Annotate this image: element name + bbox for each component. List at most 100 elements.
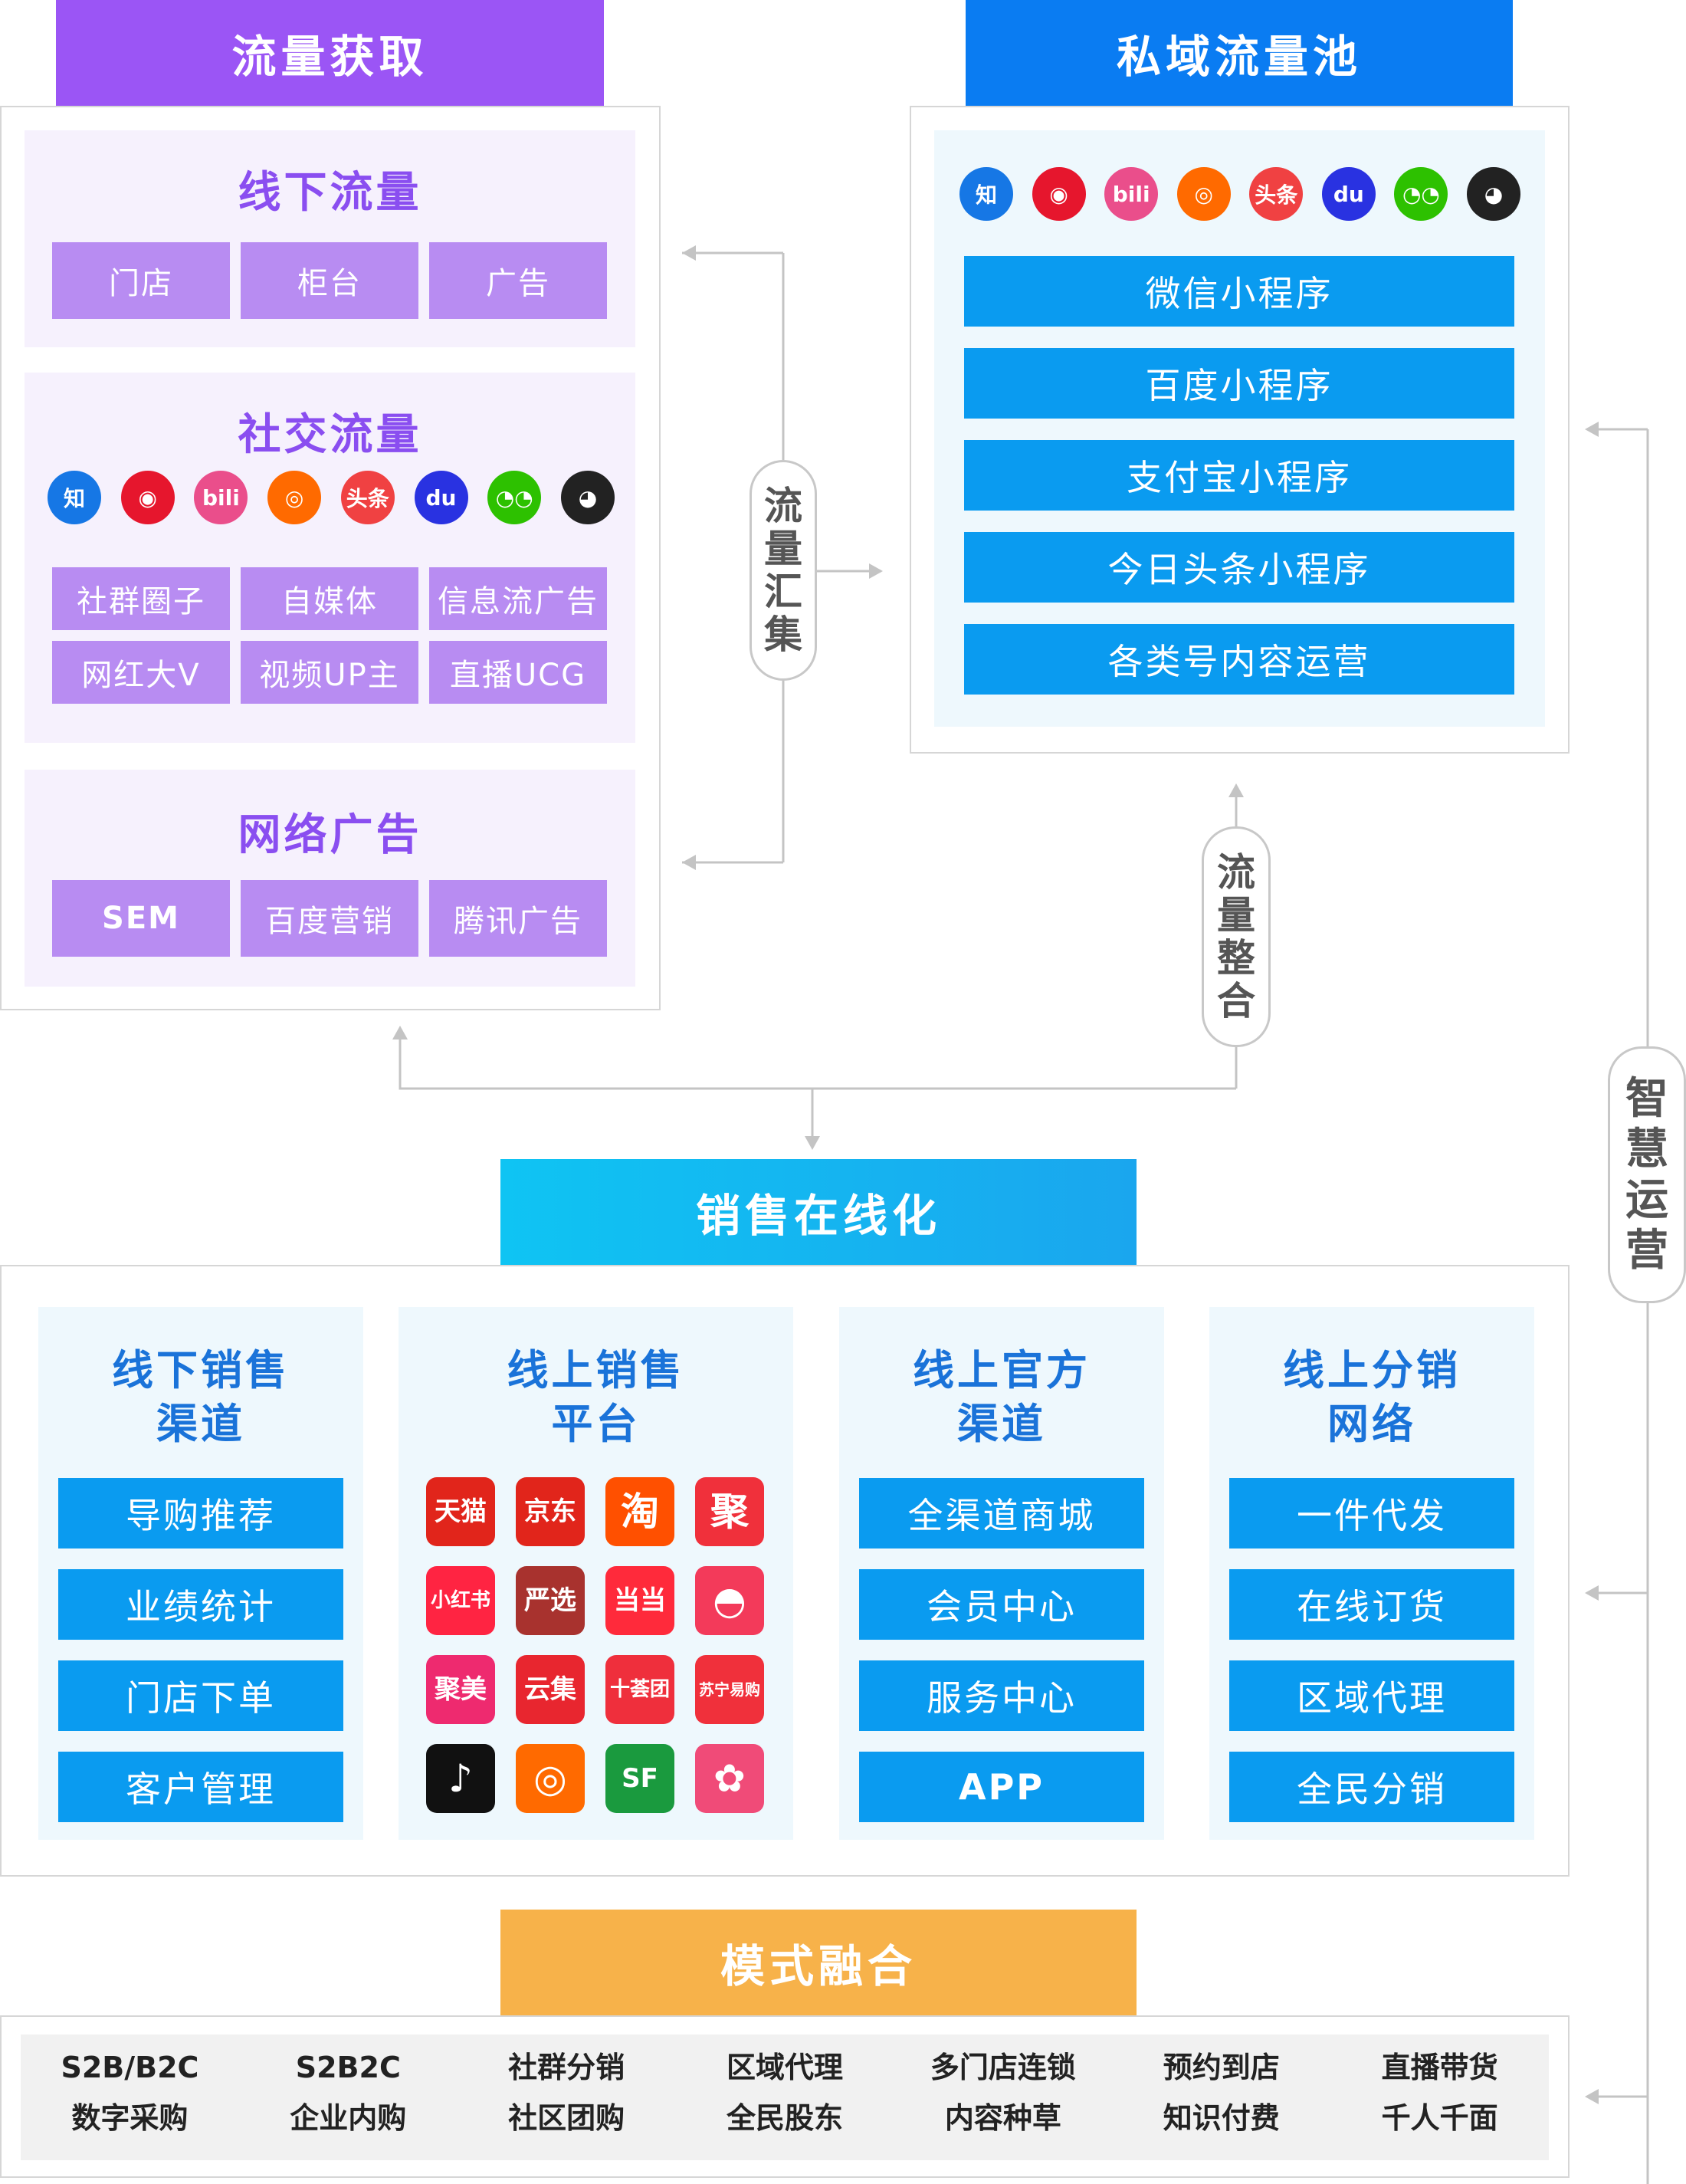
mode-cell-line: 区域代理 [727,2051,844,2084]
wechat-icon: ◔◔ [1394,167,1448,221]
mode-cell-line: 知识付费 [1163,2101,1280,2135]
mode-cell-line: 社群分销 [508,2051,625,2084]
member-center-bar: 会员中心 [859,1569,1144,1640]
yanxuan-icon: 严选 [516,1566,585,1635]
mode-cell: S2B2C 企业内购 [239,2042,458,2153]
content-operation-bar: 各类号内容运营 [964,624,1514,695]
weibo-icon: ◉ [120,471,175,524]
pool-icon-row: 知 ◉ bili ◎ 头条 du ◔◔ ◕ [959,167,1520,224]
distribution-title: 线上分销 网络 [1283,1346,1461,1448]
mode-cell-line: S2B/B2C [61,2051,199,2084]
regional-agent-bar: 区域代理 [1229,1660,1514,1731]
baidu-miniprogram-bar: 百度小程序 [964,348,1514,419]
integrate-label: 流 量 整 合 [1202,826,1271,1047]
omni-mall-bar: 全渠道商城 [859,1478,1144,1549]
sf-icon: SF [605,1744,674,1813]
toutiao-miniprogram-bar: 今日头条小程序 [964,532,1514,603]
chip-community: 社群圈子 [52,567,230,630]
mode-cell-line: 全民股东 [727,2101,844,2135]
dangdang-icon: 当当 [605,1566,674,1635]
juhuasuan-icon: 聚 [695,1477,764,1546]
mode-cell-line: 千人千面 [1381,2101,1498,2135]
online-order-bar: 在线订货 [1229,1569,1514,1640]
chip-ad: 广告 [429,242,607,319]
douyin-icon: ♪ [426,1744,495,1813]
mode-cell-line: S2B2C [295,2051,401,2084]
xiaohongshu-icon: 小红书 [426,1566,495,1635]
suning-icon: 苏宁易购 [695,1655,764,1724]
offline-traffic-title: 线下流量 [238,168,422,218]
modes-title: 模式融合 [500,1910,1137,2015]
mode-cell: 直播带货千人千面 [1330,2042,1549,2153]
chip-baidu-marketing: 百度营销 [241,880,418,957]
jumei-icon: 聚美 [426,1655,495,1724]
zhihu-icon: 知 [959,167,1013,221]
qq-icon: ◕ [1466,167,1520,221]
mode-cell: 区域代理全民股东 [676,2042,894,2153]
meitu-icon: ✿ [695,1744,764,1813]
store-order-bar: 门店下单 [58,1660,343,1731]
chip-store: 门店 [52,242,230,319]
chip-video-up: 视频UP主 [241,641,418,704]
mode-cell-line: 预约到店 [1163,2051,1280,2084]
yunji-icon: 云集 [516,1655,585,1724]
mode-cell-line: 企业内购 [290,2101,407,2135]
chip-live-ucg: 直播UCG [429,641,607,704]
taobao-icon: 淘 [605,1477,674,1546]
all-people-distribution-bar: 全民分销 [1229,1752,1514,1822]
chip-counter: 柜台 [241,242,418,319]
official-channel-title: 线上官方 渠道 [913,1346,1091,1448]
chip-tencent-ads: 腾讯广告 [429,880,607,957]
sales-online-title: 销售在线化 [500,1159,1137,1265]
alipay-miniprogram-bar: 支付宝小程序 [964,440,1514,511]
social-traffic-title: 社交流量 [238,410,422,460]
mode-cell: 预约到店知识付费 [1112,2042,1330,2153]
dropship-bar: 一件代发 [1229,1478,1514,1549]
pinduoduo-icon: ◓ [695,1566,764,1635]
modes-strip [21,2035,1549,2160]
mode-cell-line: 内容种草 [944,2101,1061,2135]
acquisition-title: 流量获取 [56,0,604,106]
kuaishou-icon: ◎ [516,1744,585,1813]
converge-label: 流 量 汇 集 [750,460,817,681]
toutiao-icon: 头条 [340,471,395,524]
social-icon-row: 知 ◉ bili ◎ 头条 du ◔◔ ◕ [48,471,615,529]
wechat-icon: ◔◔ [487,471,542,524]
mode-cell: 社群分销社区团购 [458,2042,676,2153]
platform-app-grid: 天猫京东淘聚小红书严选当当 ◓ 聚美云集十荟团苏宁易购 ♪ ◎ SF ✿ [426,1477,767,1813]
smart-ops-label: 智 慧 运 营 [1608,1046,1686,1303]
mode-cell: S2B/B2C 数字采购 [21,2042,239,2153]
mode-cell-line: 多门店连锁 [930,2051,1076,2084]
mode-cell-line: 社区团购 [508,2101,625,2135]
jd-icon: 京东 [516,1477,585,1546]
chip-self-media: 自媒体 [241,567,418,630]
toutiao-icon: 头条 [1249,167,1304,221]
shiguotuan-icon: 十荟团 [605,1655,674,1724]
bilibili-icon: bili [194,471,248,524]
zhihu-icon: 知 [48,471,101,524]
tmall-icon: 天猫 [426,1477,495,1546]
guide-recommend-bar: 导购推荐 [58,1478,343,1549]
mode-cell-line: 数字采购 [71,2101,189,2135]
app-bar: APP [859,1752,1144,1822]
kuaishou-icon: ◎ [1176,167,1231,221]
mode-cell-line: 直播带货 [1381,2051,1498,2084]
qq-icon: ◕ [560,471,615,524]
baidu-icon: du [414,471,468,524]
baidu-icon: du [1321,167,1376,221]
kuaishou-icon: ◎ [267,471,322,524]
private-pool-title: 私域流量池 [966,0,1513,106]
weibo-icon: ◉ [1032,167,1086,221]
online-ads-title: 网络广告 [238,810,422,860]
chip-feed-ads: 信息流广告 [429,567,607,630]
bilibili-icon: bili [1104,167,1159,221]
online-platform-title: 线上销售 平台 [507,1346,685,1448]
performance-stats-bar: 业绩统计 [58,1569,343,1640]
service-center-bar: 服务中心 [859,1660,1144,1731]
chip-influencer: 网红大V [52,641,230,704]
wechat-miniprogram-bar: 微信小程序 [964,256,1514,327]
mode-cell: 多门店连锁内容种草 [894,2042,1112,2153]
offline-sales-title: 线下销售 渠道 [112,1346,290,1448]
customer-manage-bar: 客户管理 [58,1752,343,1822]
